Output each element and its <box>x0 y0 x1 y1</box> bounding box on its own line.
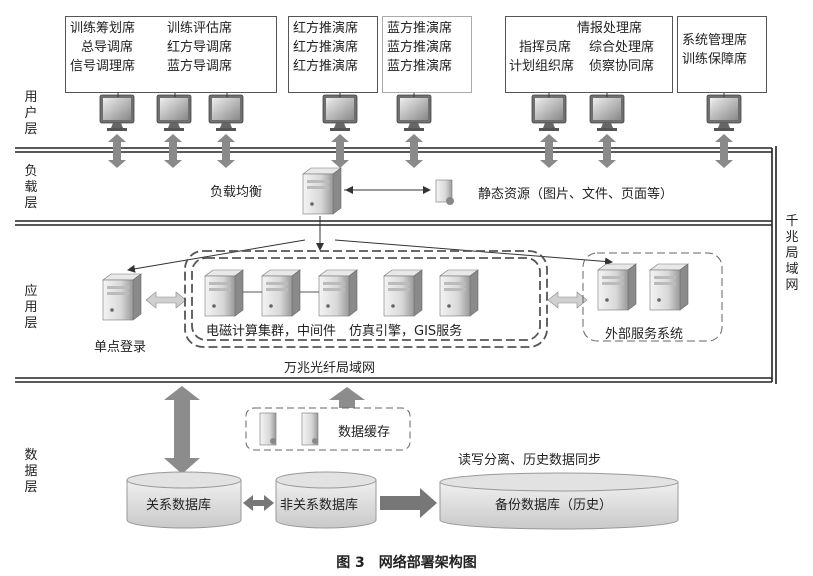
cache-app-arrow <box>329 387 365 408</box>
seat-connectors <box>117 93 725 97</box>
seat-label: 侦察协同席 <box>589 59 655 74</box>
seat-label: 情报处理席 <box>577 21 643 36</box>
gigabit-lan-trunk <box>771 146 777 384</box>
lb-external-arrow <box>334 239 613 266</box>
nonrelational-db-cylinder <box>275 471 377 529</box>
workstation-icon <box>706 94 742 132</box>
seat-group-training: 训练筹划席 训练评估席 总导调席 红方导调席 信号调理席 蓝方导调席 <box>65 16 277 93</box>
seat-label: 红方推演席 <box>293 21 359 36</box>
relational-db-cylinder <box>126 471 242 529</box>
seat-group-command: 情报处理席 指挥员席 综合处理席 计划组织席侦察协同席 <box>505 16 673 93</box>
static-resource-server-icon <box>435 179 454 205</box>
gigabit-lan-label: 千兆局域网 <box>785 214 799 293</box>
layer-label-user: 用户层 <box>24 90 38 137</box>
seat-label: 蓝方导调席 <box>167 59 233 74</box>
bus-app-data <box>15 377 772 383</box>
seat-label: 指挥员席 <box>519 40 572 55</box>
seat-label: 信号调理席 <box>70 59 136 74</box>
compute-cluster-group <box>184 250 548 348</box>
layer-label-app: 应用层 <box>24 284 38 331</box>
figure-caption: 图 3 网络部署架构图 <box>336 555 477 571</box>
seat-label: 蓝方推演席 <box>387 59 453 74</box>
nonrel-backup-arrow <box>380 488 437 518</box>
seat-label: 训练保障席 <box>682 52 748 67</box>
layer-label-data: 数据层 <box>24 448 38 495</box>
simulation-server-icon <box>383 269 423 317</box>
seat-group-admin: 系统管理席 训练保障席 <box>677 16 767 93</box>
nonrelational-db-label: 非关系数据库 <box>280 498 359 513</box>
seat-label: 红方推演席 <box>293 40 359 55</box>
bus-load-app <box>15 220 772 226</box>
seat-label: 蓝方推演席 <box>387 40 453 55</box>
seat-label: 综合处理席 <box>589 40 655 55</box>
external-system-group <box>582 252 723 342</box>
backup-db-label: 备份数据库（历史） <box>495 498 613 513</box>
ten-gigabit-lan-label: 万兆光纤局域网 <box>284 361 376 376</box>
workstation-icon <box>396 94 432 132</box>
external-system-label: 外部服务系统 <box>605 327 684 342</box>
seat-group-red: 红方推演席 红方推演席 红方推演席 <box>288 16 378 93</box>
sso-cluster-arrow <box>145 291 187 309</box>
single-sign-on-label: 单点登录 <box>94 340 147 355</box>
rw-split-label: 读写分离、历史数据同步 <box>458 453 602 468</box>
load-balancer-server-icon <box>302 167 342 215</box>
data-cache-label: 数据缓存 <box>338 425 391 440</box>
compute-server-icon <box>318 269 358 317</box>
workstation-icon <box>99 94 135 132</box>
seat-label: 计划组织席 <box>509 59 575 74</box>
external-server-icon <box>649 263 689 311</box>
workstation-icon <box>531 94 567 132</box>
relational-db-label: 关系数据库 <box>146 498 212 513</box>
seat-label: 蓝方推演席 <box>387 21 453 36</box>
seat-group-blue: 蓝方推演席 蓝方推演席 蓝方推演席 <box>382 16 472 93</box>
seat-label: 红方导调席 <box>167 40 233 55</box>
cluster-external-arrow <box>547 291 588 309</box>
user-bus-arrows <box>108 134 733 168</box>
seat-label: 红方推演席 <box>293 59 359 74</box>
seat-label: 训练评估席 <box>167 21 233 36</box>
compute-server-icon <box>204 269 244 317</box>
cache-server-icon <box>259 412 319 446</box>
load-balance-label: 负载均衡 <box>210 185 263 200</box>
single-sign-on-server-icon <box>102 273 142 321</box>
external-server-icon <box>597 263 637 311</box>
static-resources-label: 静态资源（图片、文件、页面等） <box>478 187 674 202</box>
lb-sso-arrow <box>127 239 306 273</box>
app-db-arrow <box>164 386 200 474</box>
seat-label: 系统管理席 <box>682 33 748 48</box>
workstation-icon <box>156 94 192 132</box>
layer-label-load: 负载层 <box>24 164 38 211</box>
bus-user-load <box>15 147 772 153</box>
seat-label: 总导调席 <box>81 40 134 55</box>
rel-nonrel-arrow <box>243 495 274 511</box>
cluster-label: 电磁计算集群，中间件 仿真引擎，GIS服务 <box>206 324 463 339</box>
workstation-icon <box>322 94 358 132</box>
compute-server-icon <box>261 269 301 317</box>
workstation-icon <box>208 94 244 132</box>
seat-label: 训练筹划席 <box>70 21 136 36</box>
workstation-icon <box>589 94 625 132</box>
gis-server-icon <box>439 269 479 317</box>
backup-db-cylinder <box>439 472 679 530</box>
